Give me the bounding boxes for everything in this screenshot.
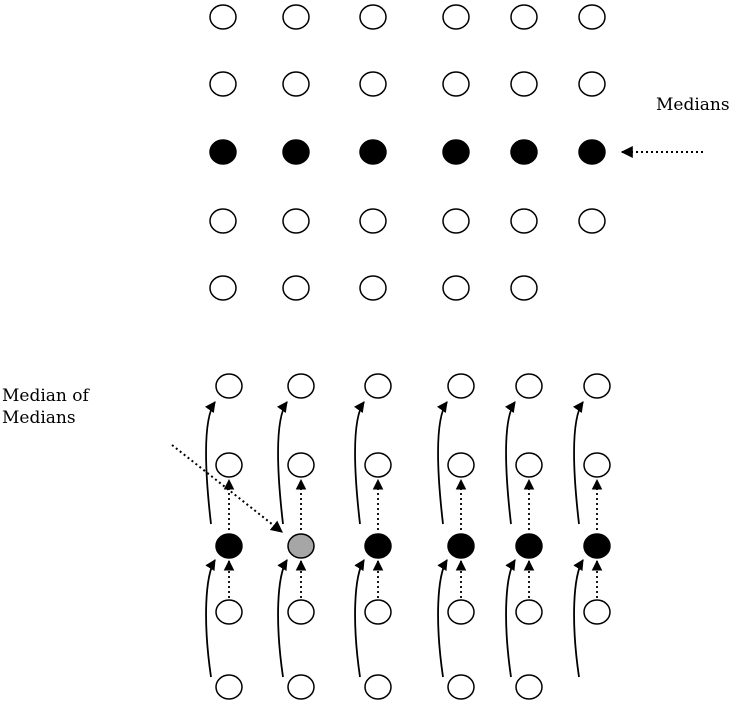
curved-arrow-up bbox=[353, 401, 365, 525]
median-of-medians-label-line-2: Medians bbox=[2, 408, 76, 428]
curved-arrow-up bbox=[505, 559, 516, 678]
element-circle bbox=[282, 275, 310, 301]
median-circle bbox=[583, 533, 611, 559]
element-circle bbox=[359, 275, 387, 301]
element-circle bbox=[510, 208, 538, 234]
element-circle bbox=[578, 4, 606, 30]
element-circle bbox=[442, 275, 470, 301]
element-circle bbox=[364, 599, 392, 625]
element-circle bbox=[287, 599, 315, 625]
element-circle bbox=[442, 208, 470, 234]
curved-arrow-up bbox=[436, 401, 448, 525]
median-circle bbox=[209, 139, 237, 165]
curved-arrow-up bbox=[573, 559, 584, 678]
median-circle bbox=[359, 139, 387, 165]
element-circle bbox=[510, 275, 538, 301]
element-circle bbox=[215, 674, 243, 700]
curved-arrow-up bbox=[504, 401, 516, 525]
element-circle bbox=[364, 452, 392, 478]
element-circle bbox=[364, 373, 392, 399]
medians-label: Medians bbox=[656, 95, 730, 115]
element-circle bbox=[447, 452, 475, 478]
element-circle bbox=[442, 71, 470, 97]
element-circle bbox=[442, 4, 470, 30]
element-circle bbox=[583, 373, 611, 399]
median-circle bbox=[510, 139, 538, 165]
element-circle bbox=[583, 452, 611, 478]
element-circle bbox=[510, 71, 538, 97]
element-circle bbox=[209, 275, 237, 301]
element-circle bbox=[515, 373, 543, 399]
median-circle bbox=[215, 533, 243, 559]
element-circle bbox=[209, 4, 237, 30]
element-circle bbox=[359, 71, 387, 97]
element-circle bbox=[287, 452, 315, 478]
element-circle bbox=[515, 674, 543, 700]
element-circle bbox=[515, 599, 543, 625]
median-of-medians-pointer-arrow bbox=[171, 444, 283, 533]
bottom-arrows bbox=[204, 401, 603, 678]
element-circle bbox=[215, 373, 243, 399]
curved-arrow-up bbox=[205, 559, 216, 678]
median-of-medians-label: Median of Medians bbox=[2, 385, 89, 429]
element-circle bbox=[282, 4, 310, 30]
bottom-element-grid bbox=[215, 373, 611, 700]
curved-arrow-up bbox=[572, 401, 584, 525]
median-circle bbox=[515, 533, 543, 559]
element-circle bbox=[578, 208, 606, 234]
element-circle bbox=[364, 674, 392, 700]
element-circle bbox=[282, 208, 310, 234]
element-circle bbox=[287, 373, 315, 399]
median-circle bbox=[364, 533, 392, 559]
median-circle bbox=[442, 139, 470, 165]
curved-arrow-up bbox=[277, 559, 288, 678]
element-circle bbox=[447, 599, 475, 625]
element-circle bbox=[515, 452, 543, 478]
element-circle bbox=[287, 674, 315, 700]
median-circle bbox=[578, 139, 606, 165]
curved-arrow-up bbox=[204, 401, 216, 525]
element-circle bbox=[447, 674, 475, 700]
median-of-medians-circle bbox=[287, 533, 315, 559]
element-circle bbox=[209, 71, 237, 97]
element-circle bbox=[447, 373, 475, 399]
element-circle bbox=[359, 208, 387, 234]
element-circle bbox=[209, 208, 237, 234]
curved-arrow-up bbox=[437, 559, 448, 678]
curved-arrow-up bbox=[276, 401, 288, 525]
element-circle bbox=[215, 599, 243, 625]
element-circle bbox=[510, 4, 538, 30]
median-of-medians-label-line-1: Median of bbox=[2, 386, 89, 406]
element-circle bbox=[583, 599, 611, 625]
curved-arrow-up bbox=[354, 559, 365, 678]
element-circle bbox=[215, 452, 243, 478]
top-element-grid bbox=[209, 4, 606, 301]
element-circle bbox=[578, 71, 606, 97]
element-circle bbox=[282, 71, 310, 97]
element-circle bbox=[359, 4, 387, 30]
median-circle bbox=[447, 533, 475, 559]
median-circle bbox=[282, 139, 310, 165]
